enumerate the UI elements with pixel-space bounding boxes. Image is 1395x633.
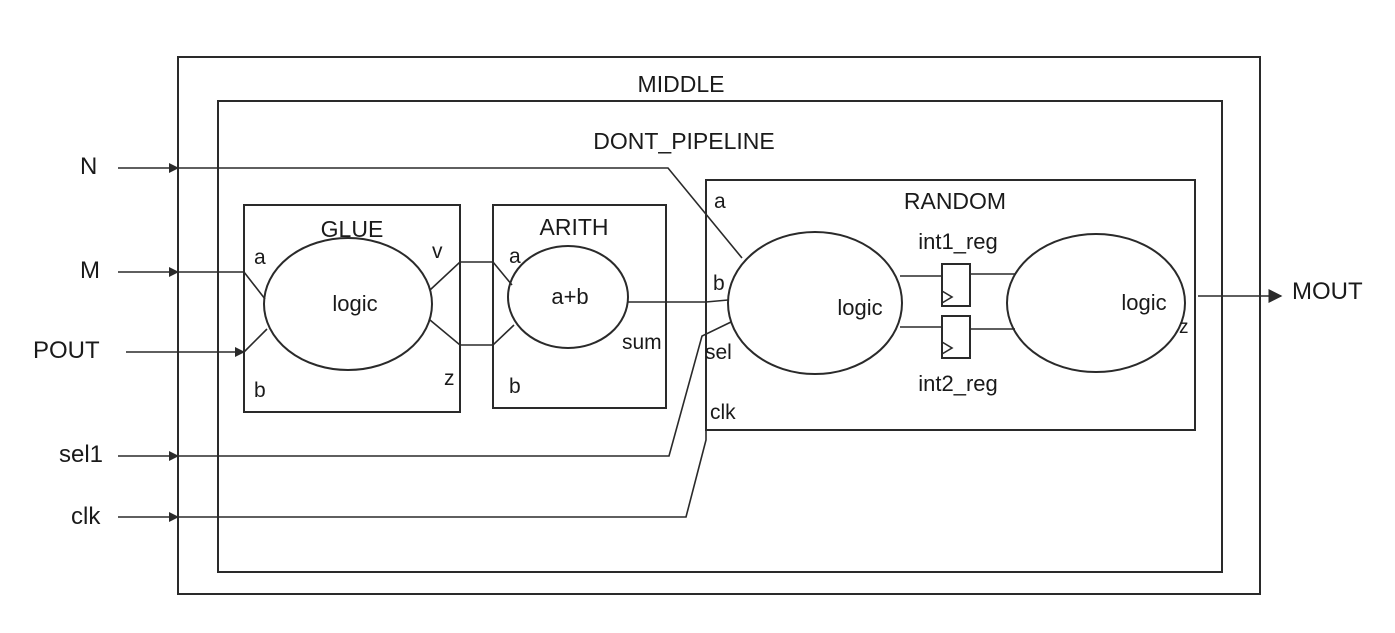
input-label-n: N xyxy=(80,153,97,180)
random-port-clk: clk xyxy=(710,401,736,424)
arith-adder-ellipse xyxy=(507,245,629,349)
wire-pout-glue-b xyxy=(243,328,268,353)
wire-m-internal xyxy=(178,271,266,300)
random-port-sel: sel xyxy=(705,341,732,364)
random-block: RANDOM logic logic a b sel clk z int1_re… xyxy=(705,179,1196,431)
glue-box xyxy=(243,204,461,413)
glue-port-b: b xyxy=(254,379,266,402)
random-port-a: a xyxy=(714,190,726,213)
arith-block: ARITH a+b a b sum xyxy=(492,204,667,409)
glue-block: GLUE logic a b v z xyxy=(243,204,461,413)
middle-label: MIDDLE xyxy=(638,71,725,97)
wire-clk-internal xyxy=(178,420,707,518)
int2-reg-flop xyxy=(941,315,971,359)
input-label-sel1: sel1 xyxy=(59,441,103,468)
int2-reg-clock-symbol xyxy=(941,341,954,355)
input-label-m: M xyxy=(80,257,100,284)
arith-port-a: a xyxy=(509,245,521,268)
glue-port-a: a xyxy=(254,246,266,269)
random-logic2-ellipse xyxy=(1006,233,1186,373)
arith-box xyxy=(492,204,667,409)
glue-port-z: z xyxy=(444,367,455,390)
random-logic2-label: logic xyxy=(1121,290,1166,315)
input-label-pout: POUT xyxy=(33,337,100,364)
random-port-b: b xyxy=(713,272,725,295)
random-box xyxy=(705,179,1196,431)
arith-label: ARITH xyxy=(540,214,609,240)
arith-op-label: a+b xyxy=(551,284,588,309)
wire-n-internal xyxy=(178,167,743,259)
glue-logic-ellipse xyxy=(263,237,433,371)
int1-reg-label: int1_reg xyxy=(918,229,998,254)
glue-logic-label: logic xyxy=(332,291,377,316)
input-label-clk: clk xyxy=(71,503,101,530)
int1-reg-clock-symbol xyxy=(941,290,954,304)
int2-reg-label: int2_reg xyxy=(918,371,998,396)
int1-reg-flop xyxy=(941,263,971,307)
wire-glue-v-to-arith-a xyxy=(429,261,513,291)
arith-port-sum: sum xyxy=(622,331,662,354)
wires xyxy=(118,163,1283,522)
random-logic1-label: logic xyxy=(837,295,882,320)
middle-outer-box xyxy=(177,56,1261,595)
random-logic1-ellipse xyxy=(727,231,903,375)
wire-sel1-internal xyxy=(178,321,732,457)
output-label-mout: MOUT xyxy=(1292,278,1363,305)
arith-port-b: b xyxy=(509,375,521,398)
dont-pipeline-label: DONT_PIPELINE xyxy=(593,128,775,154)
glue-port-v: v xyxy=(432,240,443,263)
dont-pipeline-box xyxy=(217,100,1223,573)
wire-sum-to-random-b xyxy=(628,299,729,303)
random-port-z: z xyxy=(1179,317,1189,338)
random-label: RANDOM xyxy=(904,188,1006,214)
wire-glue-z-to-arith-b xyxy=(429,319,515,346)
